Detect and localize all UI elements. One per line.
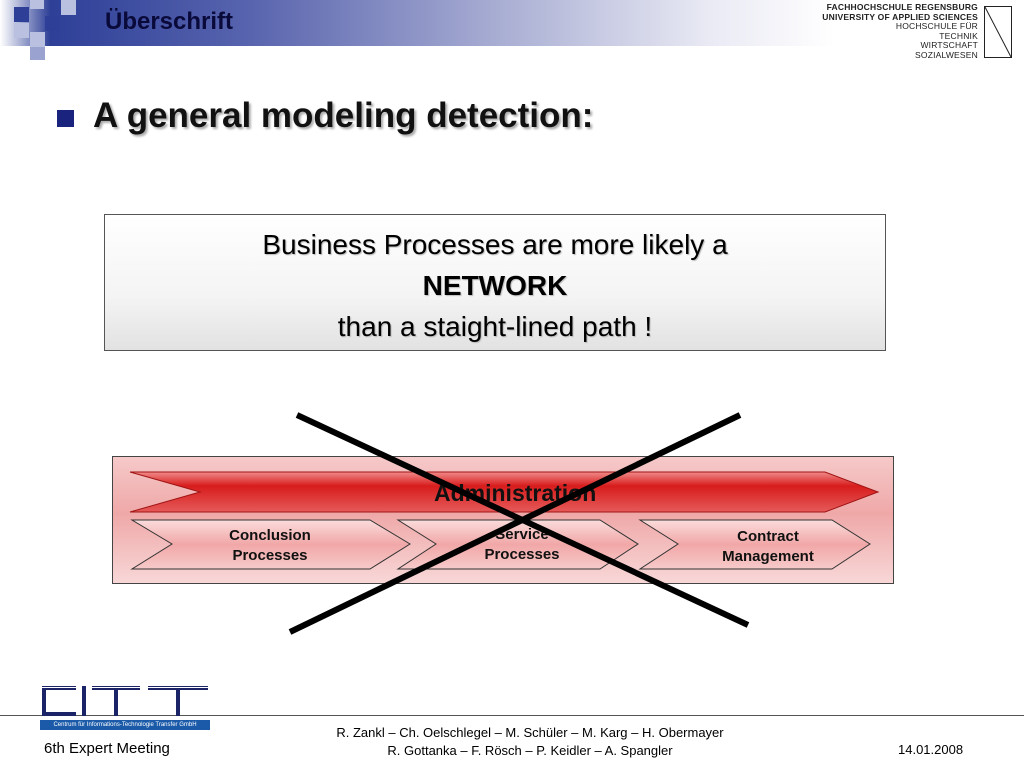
logo-line: FACHHOCHSCHULE REGENSBURG <box>826 2 978 12</box>
statement-box: Business Processes are more likely a NET… <box>104 214 886 351</box>
university-logo-emblem <box>984 6 1012 58</box>
statement-line-1: Business Processes are more likely a <box>262 229 728 260</box>
slide-header-title: Überschrift <box>105 8 234 35</box>
process-label-line: Processes <box>232 547 308 564</box>
footer-date: 14.01.2008 <box>898 742 964 757</box>
service-processes-chevron <box>396 519 639 570</box>
logo-emblem-icon <box>984 6 1012 58</box>
header-square <box>30 47 45 60</box>
process-label-line: Processes <box>484 546 560 563</box>
citt-logo <box>42 686 208 716</box>
cross-line-2 <box>288 412 742 635</box>
logo-line: WIRTSCHAFT <box>920 40 978 51</box>
header-square <box>61 0 76 15</box>
footer-authors-line: R. Gottanka – F. Rösch – P. Keidler – A.… <box>387 743 673 758</box>
logo-line: HOCHSCHULE FÜR <box>895 21 978 32</box>
process-label-contract: Contract Management <box>688 527 848 567</box>
bullet-square-icon <box>57 110 74 127</box>
slide-heading: A general modeling detection: <box>93 96 594 135</box>
statement-line-2: NETWORK <box>422 270 568 301</box>
header-square <box>14 7 29 22</box>
process-label-line: Contract <box>737 528 799 545</box>
administration-chevron <box>129 471 880 513</box>
university-logo-text: FACHHOCHSCHULE REGENSBURG UNIVERSITY OF … <box>822 2 978 61</box>
university-logo: FACHHOCHSCHULE REGENSBURG UNIVERSITY OF … <box>822 2 1018 60</box>
footer-authors: R. Zankl – Ch. Oelschlegel – M. Schüler … <box>300 724 760 760</box>
footer-authors-line: R. Zankl – Ch. Oelschlegel – M. Schüler … <box>336 725 724 740</box>
statement-line-3: than a staight-lined path ! <box>337 311 653 342</box>
header-square <box>14 23 29 38</box>
logo-line: UNIVERSITY OF APPLIED SCIENCES <box>822 11 978 22</box>
header-band <box>0 0 835 46</box>
process-label-line: Service <box>495 526 549 543</box>
footer-divider <box>0 715 1024 716</box>
conclusion-processes-chevron <box>130 519 411 570</box>
footer-event-name: 6th Expert Meeting <box>44 740 170 757</box>
process-label-service: Service Processes <box>442 525 602 565</box>
header-square <box>30 32 45 47</box>
citt-logo-caption: Centrum für Informations-Technologie Tra… <box>40 720 210 730</box>
header-square <box>30 0 44 9</box>
logo-line: TECHNIK <box>939 30 978 41</box>
process-label-line: Management <box>722 548 814 565</box>
contract-management-chevron <box>638 519 871 570</box>
logo-line: SOZIALWESEN <box>915 49 978 60</box>
process-label-line: Conclusion <box>229 527 311 544</box>
header-square <box>45 16 60 31</box>
process-label-conclusion: Conclusion Processes <box>190 526 350 566</box>
